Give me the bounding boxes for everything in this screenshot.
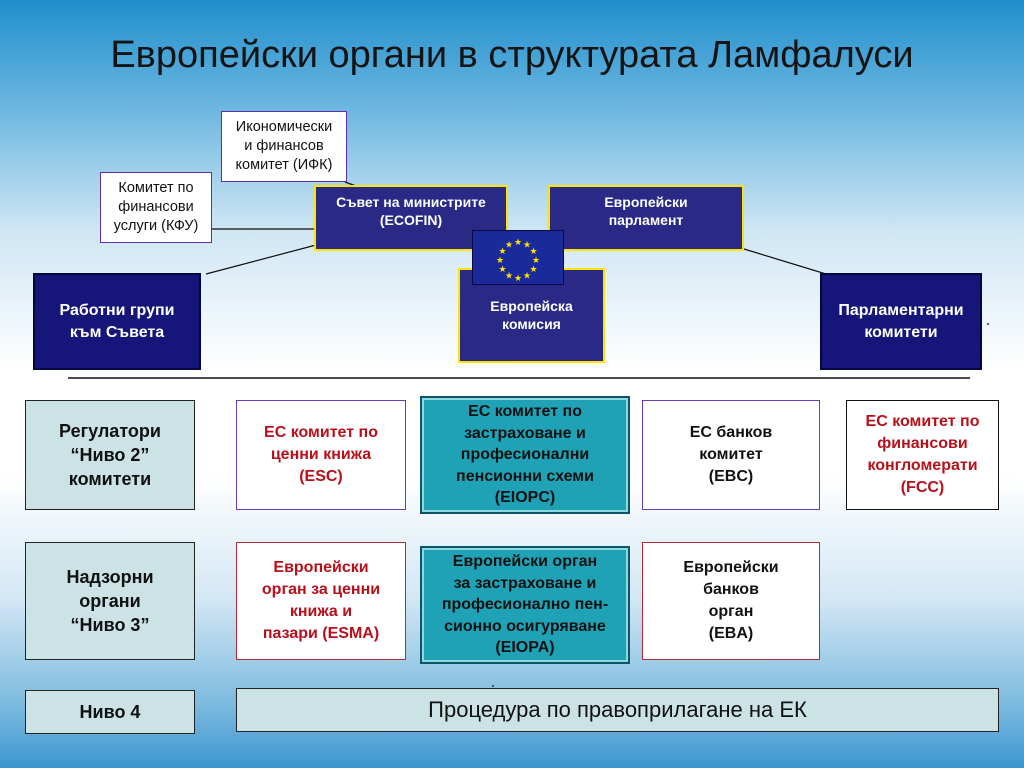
- esma-label: Европейски орган за ценни книжа и пазари…: [261, 559, 381, 642]
- eba-box: Европейски банков орган (EBA): [642, 542, 820, 660]
- level3-label-box: Надзорни органи “Ниво 3”: [25, 542, 195, 660]
- parliament-committees-box: Парламентарни комитети: [820, 273, 982, 370]
- ebc-box: ЕС банков комитет (EBC): [642, 400, 820, 510]
- esc-label: ЕС комитет по ценни книжа (ESC): [264, 424, 378, 485]
- svg-text:★: ★: [532, 256, 540, 266]
- european-commission-label: Европейска комисия: [490, 298, 573, 332]
- svg-text:★: ★: [514, 238, 522, 248]
- fcc-label: ЕС комитет по финансови конгломерати (FC…: [865, 413, 980, 496]
- svg-text:★: ★: [529, 247, 537, 257]
- svg-text:★: ★: [529, 265, 537, 275]
- eiopa-label: Европейски орган за застраховане и профе…: [441, 553, 609, 657]
- enforcement-procedure-label: Процедура по правоприлагане на ЕК: [428, 697, 807, 722]
- svg-text:★: ★: [514, 274, 522, 284]
- eba-label: Европейски банков орган (EBA): [683, 559, 779, 642]
- council-working-groups-label: Работни групи към Съвета: [59, 301, 175, 341]
- level4-label: Ниво 4: [79, 702, 141, 722]
- level2-label-box: Регулатори “Ниво 2” комитети: [25, 400, 195, 510]
- svg-text:★: ★: [505, 272, 513, 282]
- eiopa-box: Европейски орган за застраховане и профе…: [420, 546, 630, 664]
- european-parliament-box: Европейски парламент: [548, 185, 744, 251]
- svg-text:★: ★: [498, 265, 506, 275]
- eu-flag-icon: ★ ★ ★ ★ ★ ★ ★ ★ ★ ★ ★ ★: [472, 230, 564, 285]
- svg-text:★: ★: [496, 256, 504, 266]
- svg-text:★: ★: [505, 241, 513, 251]
- eiopc-box: ЕС комитет по застраховане и професионал…: [420, 396, 630, 514]
- council-of-ministers-label: Съвет на министрите (ECOFIN): [336, 194, 486, 228]
- ecofin-committee-box: Икономически и финансов комитет (ИФК): [221, 111, 347, 182]
- svg-text:★: ★: [523, 241, 531, 251]
- enforcement-procedure-box: Процедура по правоприлагане на ЕК: [236, 688, 999, 732]
- council-working-groups-box: Работни групи към Съвета: [33, 273, 201, 370]
- svg-text:★: ★: [523, 272, 531, 282]
- council-of-ministers-box: Съвет на министрите (ECOFIN): [314, 185, 508, 251]
- financial-services-committee-box: Комитет по финансови услуги (КФУ): [100, 172, 212, 243]
- level4-label-box: Ниво 4: [25, 690, 195, 734]
- fcc-box: ЕС комитет по финансови конгломерати (FC…: [846, 400, 999, 510]
- esc-box: ЕС комитет по ценни книжа (ESC): [236, 400, 406, 510]
- level2-label: Регулатори “Ниво 2” комитети: [59, 421, 161, 489]
- eiopc-label: ЕС комитет по застраховане и професионал…: [456, 403, 594, 507]
- svg-text:★: ★: [498, 247, 506, 257]
- parliament-committees-label: Парламентарни комитети: [838, 301, 964, 341]
- ecofin-committee-label: Икономически и финансов комитет (ИФК): [235, 119, 333, 173]
- esma-box: Европейски орган за ценни книжа и пазари…: [236, 542, 406, 660]
- ebc-label: ЕС банков комитет (EBC): [689, 424, 773, 485]
- european-parliament-label: Европейски парламент: [604, 194, 688, 228]
- financial-services-committee-label: Комитет по финансови услуги (КФУ): [113, 180, 199, 234]
- level3-label: Надзорни органи “Ниво 3”: [66, 567, 154, 635]
- page-title: Европейски органи в структурата Ламфалус…: [110, 34, 914, 76]
